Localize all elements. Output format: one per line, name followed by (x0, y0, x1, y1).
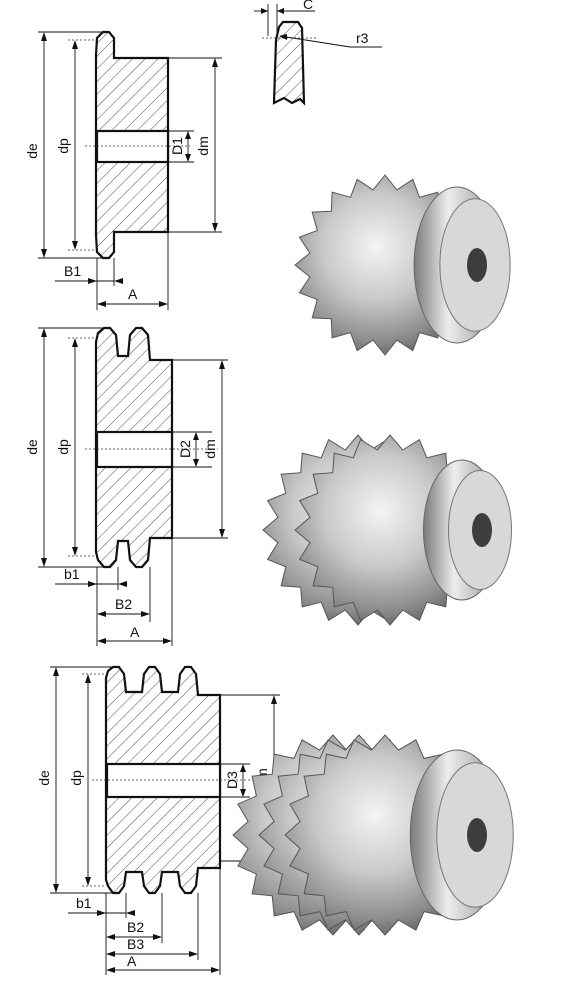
double-sprocket-photo (262, 434, 512, 626)
tooth-profile-detail: C r3 (254, 0, 382, 106)
single-sprocket-photo (294, 174, 511, 356)
double-bore (95, 430, 174, 469)
label-D2: D2 (177, 440, 193, 458)
label-dp-2: dp (55, 439, 71, 455)
label-B2-3: B2 (127, 919, 144, 935)
label-b1-2: b1 (64, 566, 80, 582)
label-B3: B3 (127, 936, 144, 952)
label-D3: D3 (224, 771, 240, 789)
label-A-2: A (130, 624, 140, 640)
label-B2-2: B2 (115, 596, 132, 612)
photo-layer (232, 174, 514, 936)
label-de-1: de (24, 143, 40, 159)
double-sprocket-drawing: de dp dm D2 b1 B2 A (24, 326, 228, 646)
label-C: C (303, 0, 313, 12)
label-dm-2: dm (202, 439, 218, 458)
triple-bore (105, 762, 222, 799)
label-de-2: de (24, 439, 40, 455)
label-dp-3: dp (68, 770, 84, 786)
label-r3: r3 (356, 30, 369, 46)
label-b1-3: b1 (76, 895, 92, 911)
triple-sprocket-drawing: de dp dm D3 b1 B2 B3 A (36, 665, 280, 975)
label-dm-1: dm (195, 136, 211, 155)
label-A-1: A (128, 286, 138, 302)
label-D1: D1 (169, 137, 185, 155)
single-sprocket-drawing: de dp dm D1 B1 A (24, 30, 222, 310)
single-bore (95, 129, 170, 164)
label-B1: B1 (64, 263, 81, 279)
label-de-3: de (36, 770, 52, 786)
label-dp-1: dp (55, 138, 71, 154)
label-A-3: A (127, 953, 137, 969)
triple-sprocket-photo (232, 734, 514, 936)
